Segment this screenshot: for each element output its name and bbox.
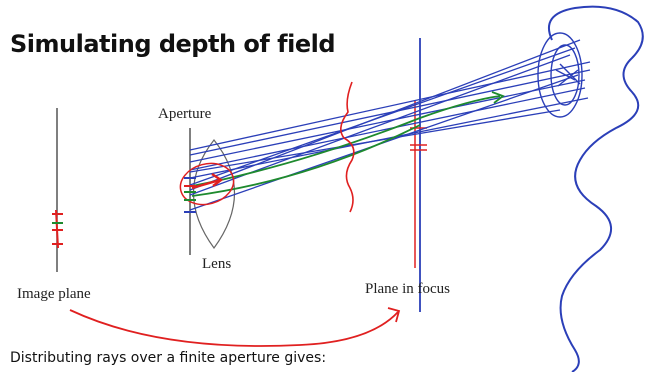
aperture-red-arrow <box>191 173 224 190</box>
eye-scribble <box>537 32 583 118</box>
head-outline <box>547 5 644 372</box>
aperture-red-circle <box>179 162 235 206</box>
mapping-arrow <box>69 307 401 347</box>
aperture-marks <box>184 177 196 213</box>
plane-in-focus-label: Plane in focus <box>365 281 450 297</box>
rays <box>189 39 591 211</box>
slide-caption: Distributing rays over a finite aperture… <box>10 350 327 366</box>
image-plane-label: Image plane <box>17 286 91 302</box>
green-rays <box>191 91 505 197</box>
image-plane-marks <box>52 209 63 249</box>
lens-label: Lens <box>202 256 232 272</box>
aperture-label: Aperture <box>158 106 212 122</box>
red-blur-squiggle <box>340 81 355 213</box>
slide-title: Simulating depth of field <box>10 30 336 58</box>
